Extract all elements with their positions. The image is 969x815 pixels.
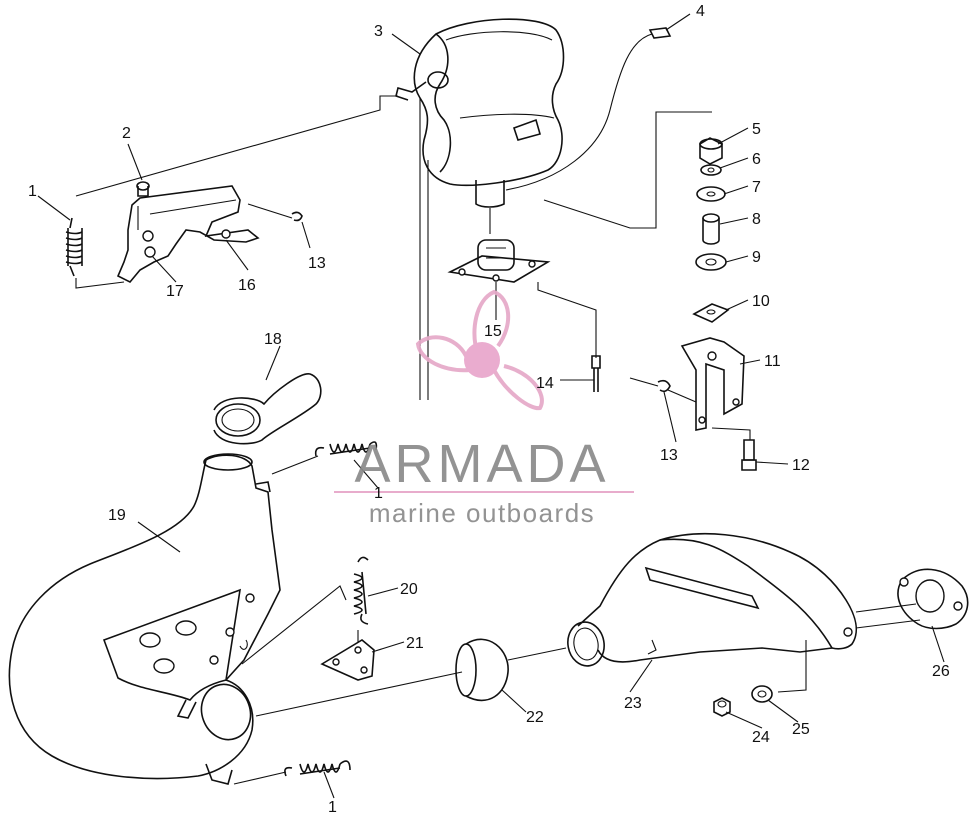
spring-20 [353, 556, 369, 625]
watermark-brand: ARMADA [354, 434, 609, 494]
callout-1-middle: 1 [374, 485, 383, 502]
callout-24: 24 [752, 729, 770, 746]
callout-1-bottom: 1 [328, 799, 337, 815]
resonator-23 [567, 532, 858, 667]
bolt-13-top [247, 203, 303, 222]
callout-22: 22 [526, 709, 544, 726]
grommet-9 [695, 253, 727, 271]
armada-watermark: ARMADA marine outboards [334, 289, 634, 528]
callout-6: 6 [752, 151, 761, 168]
callout-13-top: 13 [308, 255, 326, 272]
spring-top-left [65, 217, 83, 277]
callout-18: 18 [264, 331, 282, 348]
callout-16: 16 [238, 277, 256, 294]
callout-20: 20 [400, 581, 418, 598]
callout-17: 17 [166, 283, 184, 300]
callout-9: 9 [752, 249, 761, 266]
callout-leaders [37, 13, 945, 799]
callout-12: 12 [792, 457, 810, 474]
washer-6 [700, 164, 722, 176]
callout-10: 10 [752, 293, 770, 310]
callout-26: 26 [932, 663, 950, 680]
callout-2: 2 [122, 125, 131, 142]
cone-22 [455, 638, 509, 702]
plate-21 [320, 639, 375, 681]
bracket-plate-top-left [116, 185, 260, 283]
bolt-13-right [629, 377, 671, 393]
callout-23: 23 [624, 695, 642, 712]
bolt-12 [741, 439, 757, 471]
callout-13-right: 13 [660, 447, 678, 464]
callout-3: 3 [374, 23, 383, 40]
callout-4: 4 [696, 3, 705, 20]
callout-labels: 1 2 3 4 5 6 7 8 9 10 11 12 13 13 14 15 1… [28, 3, 950, 815]
muffler-can [395, 18, 565, 208]
nut-24 [713, 697, 731, 717]
muffler-mount-15 [447, 239, 551, 283]
callout-15: 15 [484, 323, 502, 340]
expansion-chamber-19 [8, 453, 281, 785]
bolt-14 [591, 355, 601, 392]
spring-bottom [284, 760, 351, 777]
callout-11: 11 [764, 353, 781, 370]
sensor-wire-4 [505, 27, 672, 191]
callout-25: 25 [792, 721, 810, 738]
washer-25 [751, 685, 773, 703]
bracket-11 [680, 337, 745, 431]
spring-middle [314, 441, 378, 457]
spacer-8 [702, 213, 720, 245]
callout-5: 5 [752, 121, 761, 138]
plate-10 [692, 303, 730, 323]
rivet-2 [136, 181, 150, 197]
washer-7 [696, 186, 726, 202]
gasket-26 [897, 568, 969, 630]
callout-1-top-left: 1 [28, 183, 37, 200]
callout-21: 21 [406, 635, 424, 652]
propeller-logo-icon [415, 289, 544, 411]
callout-14: 14 [536, 375, 554, 392]
watermark-tagline: marine outboards [369, 498, 595, 528]
callout-19: 19 [108, 507, 126, 524]
nut-5 [699, 137, 723, 165]
callout-8: 8 [752, 211, 761, 228]
callout-7: 7 [752, 179, 761, 196]
boot-18 [213, 373, 322, 445]
